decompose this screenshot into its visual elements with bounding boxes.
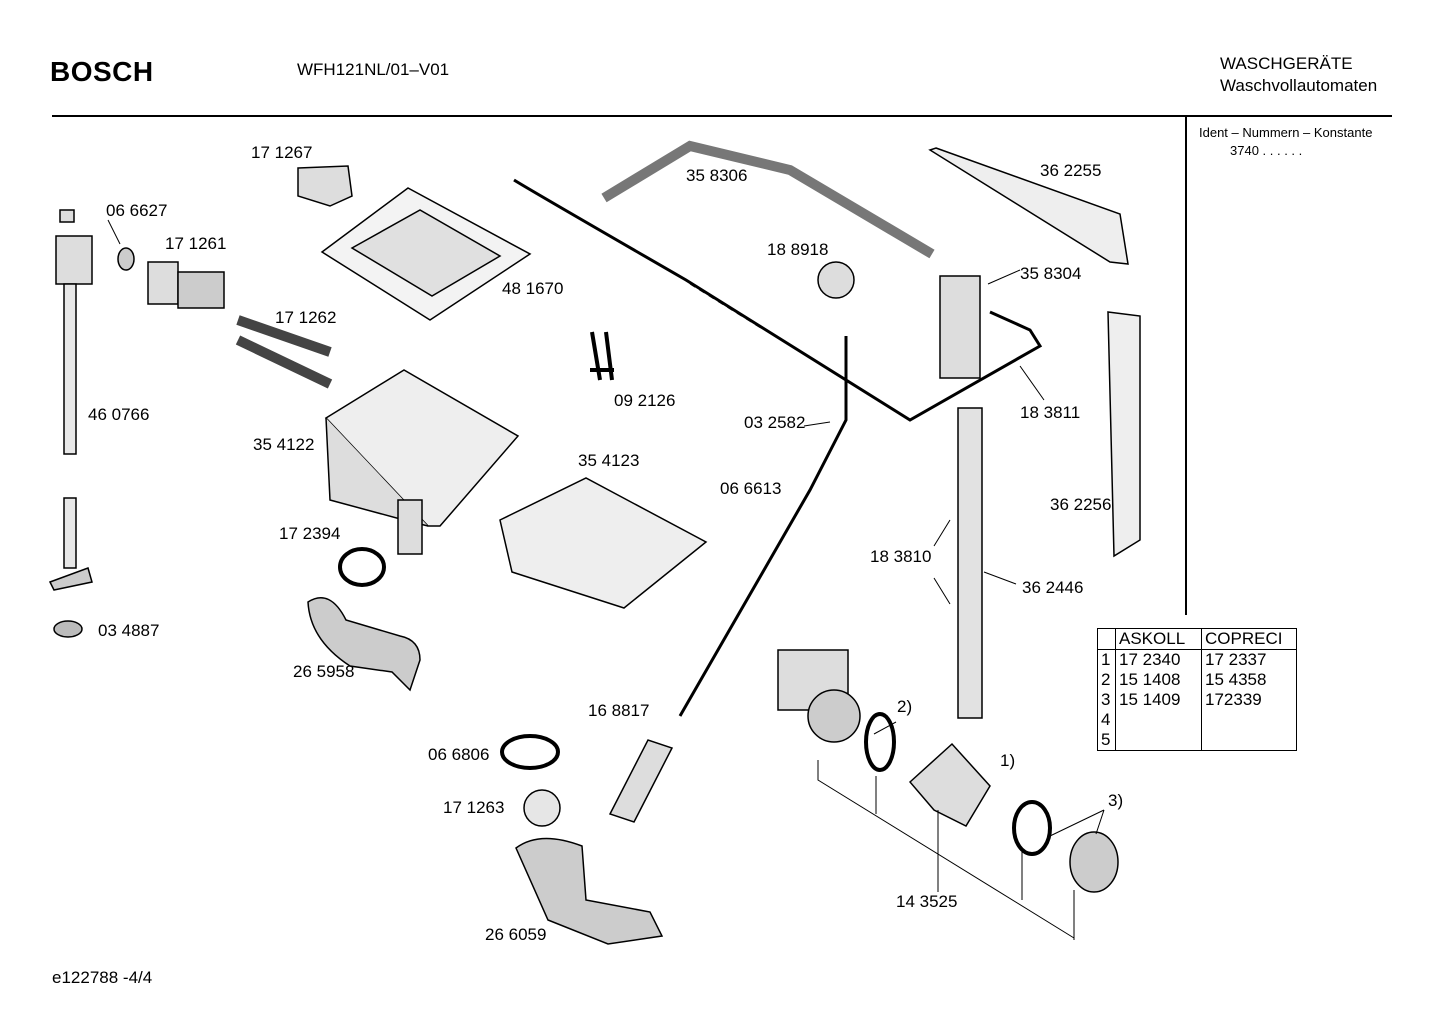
variant-table: ASKOLL COPRECI 1 17 2340 17 2337 2 15 14… [1097,628,1297,751]
gasket-17-2394-drawing [338,547,386,587]
valve-drawing [147,261,225,309]
callout-label: 3) [1108,791,1124,810]
part-label: 03 4887 [98,621,160,640]
variant-table-cell [1202,710,1297,730]
variant-table-cell: 15 4358 [1205,670,1267,689]
part-label: 06 6806 [428,745,490,764]
part-label: 17 1263 [443,798,505,817]
clip-09-2126-drawing [590,331,614,381]
trap-drawing [939,275,981,379]
part-label: 17 2394 [279,524,341,543]
part-label: 17 1262 [275,308,337,327]
rail-36-2255-drawing [928,147,1129,265]
clip-17-1267-drawing [297,165,353,207]
part-label: 06 6613 [720,479,782,498]
ident-value: 3740 . . . . . . [1230,143,1303,158]
drawer-insert-drawing [499,477,708,609]
variant-table-cell: 3 [1097,690,1116,710]
ident-title: Ident – Nummern – Konstante [1199,125,1373,140]
part-label: 06 6627 [106,201,168,220]
callout-label: 1) [1000,751,1016,770]
variant-table-cell: 5 [1097,730,1116,751]
part-label: 36 2255 [1040,161,1102,180]
part-label: 17 1261 [165,234,227,253]
category-title: WASCHGERÄTE [1220,54,1353,73]
variant-table-cell: 17 2340 [1115,649,1202,670]
variant-table-cell [1202,730,1297,751]
variant-table-row: 5 [1097,730,1297,751]
part-label: 26 5958 [293,662,355,681]
variant-table-cell: 15 1408 [1115,670,1202,690]
part-label: 14 3525 [896,892,958,911]
brand-logo: BOSCH [50,56,154,87]
pressure-chamber-drawing [608,739,674,823]
part-label: 35 8306 [686,166,748,185]
category-subtitle: Waschvollautomaten [1220,76,1378,95]
variant-table-header-cell [1097,628,1116,650]
ball-17-1263-drawing [523,789,561,827]
part-label: 46 0766 [88,405,150,424]
rail-36-2256-drawing [1107,311,1141,558]
part-label: 36 2256 [1050,495,1112,514]
hose-26-5958-drawing [307,597,421,692]
variant-table-cell: 172339 [1205,690,1262,709]
part-label: 17 1267 [251,143,313,162]
variant-table-header: ASKOLL COPRECI [1097,628,1297,650]
part-label: 18 8918 [767,240,829,259]
part-label: 18 3810 [870,547,932,566]
inlet-pipe-drawing [48,209,93,591]
callout-label: 2) [897,697,913,716]
hose-06-6613-drawing [678,336,848,717]
variant-table-header-cell: COPRECI [1201,628,1297,650]
ring-06-6627-drawing [117,247,135,271]
sump-pipe-drawing [957,407,983,719]
rods-drawing [235,315,333,389]
model-number: WFH121NL/01–V01 [297,60,450,79]
part-label: 35 4123 [578,451,640,470]
drain-pump-drawing [777,649,1119,893]
part-label: 36 2446 [1022,578,1084,597]
variant-table-cell [1115,730,1202,751]
variant-table-header-cell: ASKOLL [1115,628,1202,650]
variant-table-cell [1115,710,1202,730]
variant-table-row: 4 [1097,710,1297,730]
variant-table-row: 2 15 1408 15 4358 [1097,670,1297,690]
variant-table-cell: 4 [1097,710,1116,730]
variant-table-cell: 15 1409 [1115,690,1202,710]
leader-lines [803,269,1105,940]
part-label: 09 2126 [614,391,676,410]
variant-table-row: 1 17 2340 17 2337 [1097,649,1297,670]
drawer-35-4122-drawing [324,369,520,555]
part-label: 16 8817 [588,701,650,720]
part-label: 35 4122 [253,435,315,454]
connector-drawing [53,620,83,638]
variant-table-cell: 2 [1097,670,1116,690]
pressure-tube-drawing [513,178,1043,422]
hose-26-6059-drawing [515,837,664,945]
part-label: 35 8304 [1020,264,1082,283]
clamp-06-6806-drawing [500,734,560,770]
variant-table-cell: 17 2337 [1205,650,1267,669]
variant-table-row: 3 15 1409 172339 [1097,690,1297,710]
part-label: 18 3811 [1020,403,1081,422]
part-label: 26 6059 [485,925,547,944]
part-label: 48 1670 [502,279,564,298]
hose-35-8306-drawing [601,140,935,259]
part-label: 03 2582 [744,413,806,432]
document-footer: e122788 -4/4 [52,968,153,987]
pressure-switch-drawing [817,261,855,299]
variant-table-cell: 1 [1097,649,1116,670]
